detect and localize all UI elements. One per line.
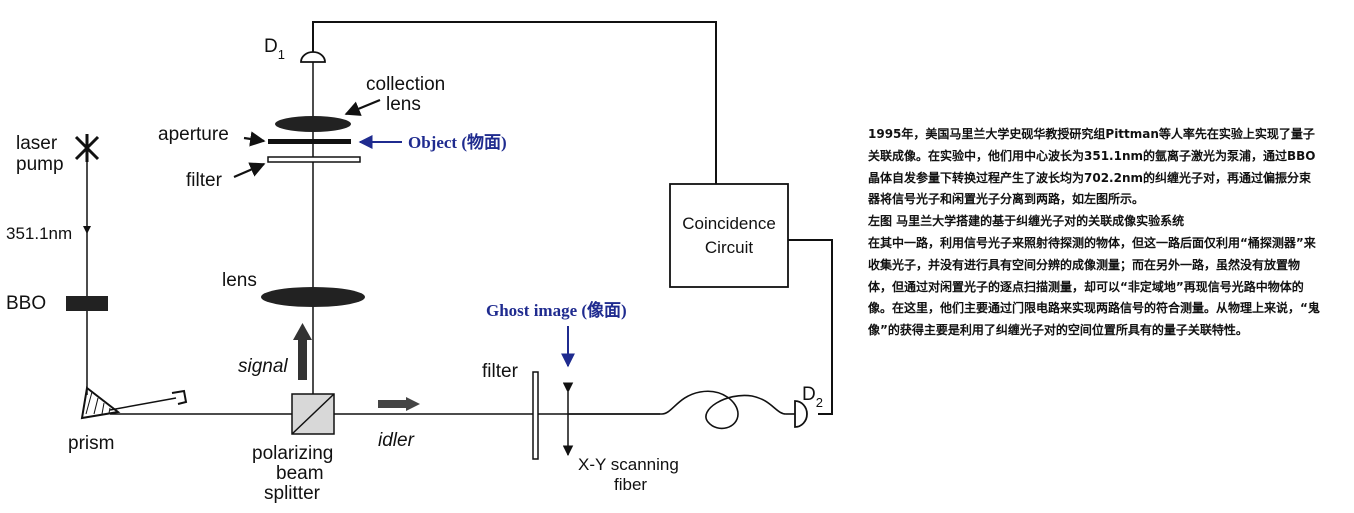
signal-lens xyxy=(261,287,365,307)
laser-pump-label-1: laser xyxy=(16,133,58,154)
pbs-label-1: polarizing xyxy=(252,443,333,464)
bbo-crystal xyxy=(66,296,108,311)
description-text: 1995年，美国马里兰大学史砚华教授研究组Pittman等人率先在实验上实现了量… xyxy=(868,124,1320,342)
coincidence-circuit-box xyxy=(669,183,789,288)
wavelength-label: 351.1nm xyxy=(6,224,72,243)
aperture-pointer xyxy=(243,131,266,147)
filter-right-label: filter xyxy=(482,361,519,382)
bbo-label: BBO xyxy=(6,293,46,314)
prism-label: prism xyxy=(68,433,114,454)
signal-label: signal xyxy=(238,356,288,377)
detector-d1 xyxy=(300,51,326,63)
collection-lens-label-2: lens xyxy=(386,94,421,115)
d2-label: D2 xyxy=(802,384,823,410)
figure-caption: 左图 马里兰大学搭建的基于纠缠光子对的关联成像实验系统 xyxy=(868,214,1185,229)
collection-lens-pointer xyxy=(344,98,381,116)
polarizing-beam-splitter xyxy=(291,393,335,435)
beam-dump xyxy=(171,389,188,405)
xy-scanning-label-1: X-Y scanning xyxy=(578,455,679,474)
aperture-object xyxy=(268,139,351,144)
lens-label: lens xyxy=(222,270,257,291)
prism xyxy=(80,386,121,420)
collection-lens-label-1: collection xyxy=(366,74,445,95)
pump-dump-beam xyxy=(109,397,177,411)
collection-lens xyxy=(275,116,351,132)
ghost-image-label: Ghost image (像面) xyxy=(486,301,627,320)
coincidence-label-1: Coincidence xyxy=(682,214,776,233)
signal-arrow xyxy=(293,323,312,380)
description-paragraph-2: 在其中一路，利用信号光子来照射待探测的物体，但这一路后面仅利用“桶探测器”来收集… xyxy=(868,235,1320,338)
coincidence-label-2: Circuit xyxy=(705,238,753,257)
right-filter xyxy=(532,371,539,460)
pump-direction-arrow xyxy=(83,226,91,234)
filter-top-label: filter xyxy=(186,170,223,191)
object-label: Object (物面) xyxy=(408,132,507,152)
top-filter xyxy=(267,156,361,163)
ghost-imaging-diagram: D1 collection lens aperture Object (物面) … xyxy=(6,21,833,504)
d1-label: D1 xyxy=(264,36,285,62)
filter-pointer xyxy=(233,162,266,179)
laser-pump xyxy=(74,134,100,162)
pbs-label-3: splitter xyxy=(264,483,321,504)
idler-arrow xyxy=(378,397,420,411)
idler-label: idler xyxy=(378,430,415,451)
aperture-label: aperture xyxy=(158,124,229,145)
d1-wire xyxy=(312,21,717,184)
pbs-label-2: beam xyxy=(276,463,324,484)
laser-pump-label-2: pump xyxy=(16,154,64,175)
description-paragraph-1: 1995年，美国马里兰大学史砚华教授研究组Pittman等人率先在实验上实现了量… xyxy=(868,127,1316,207)
scanning-fiber xyxy=(568,390,787,430)
detector-d2 xyxy=(794,400,808,428)
d2-wire xyxy=(788,239,833,415)
xy-scanning-label-2: fiber xyxy=(614,475,647,494)
